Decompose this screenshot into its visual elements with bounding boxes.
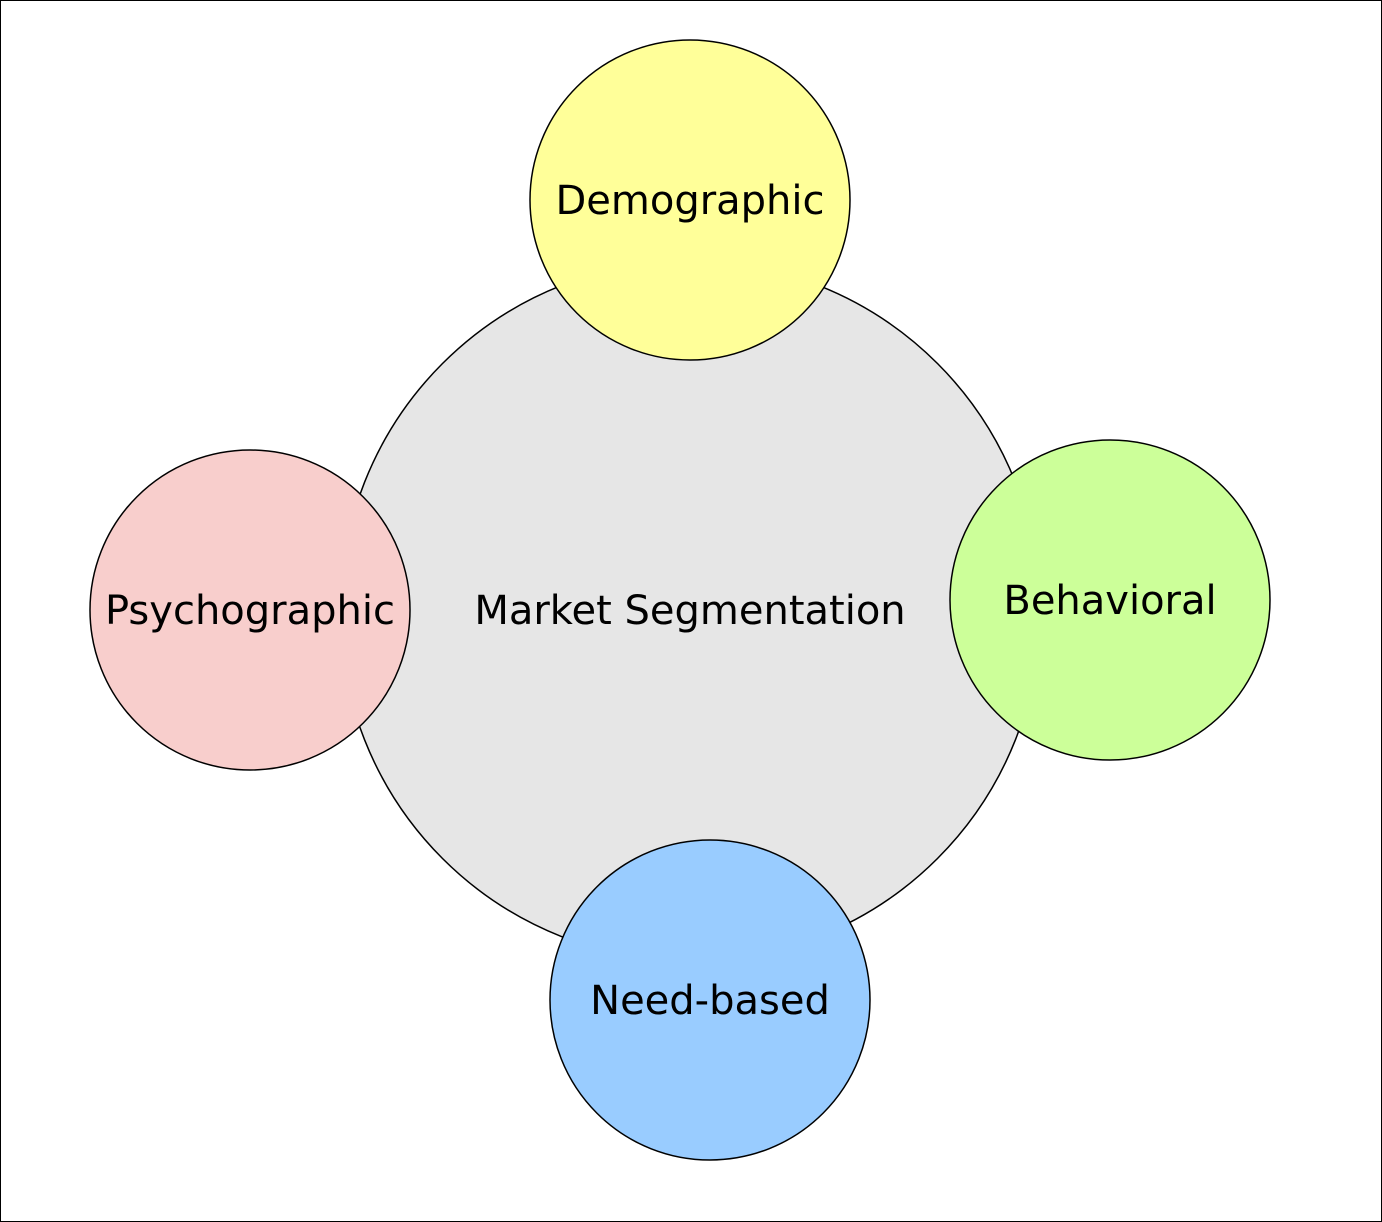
psychographic-circle	[89, 449, 411, 771]
center-label: Market Segmentation	[474, 588, 905, 634]
need-based-circle	[549, 839, 871, 1161]
demographic-label: Demographic	[555, 178, 824, 224]
behavioral-circle	[949, 439, 1271, 761]
need-based-label: Need-based	[590, 978, 830, 1024]
demographic-circle	[529, 39, 851, 361]
psychographic-label: Psychographic	[105, 588, 395, 634]
behavioral-label: Behavioral	[1003, 578, 1216, 624]
